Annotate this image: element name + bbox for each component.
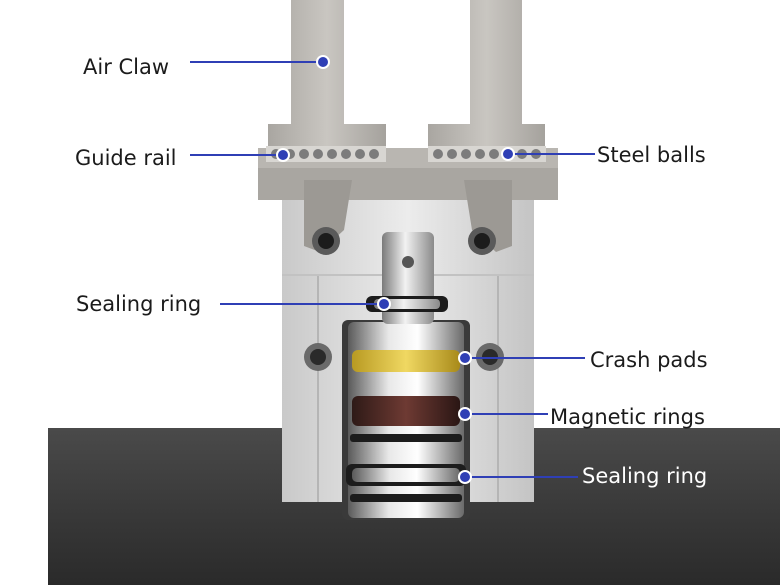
crash-pad [352, 350, 460, 372]
label-steel-balls: Steel balls [597, 143, 706, 167]
ball-track-left [266, 146, 386, 162]
label-guide-rail: Guide rail [75, 146, 177, 170]
dot-crash-pads [458, 351, 472, 365]
label-sealing-ring-upper: Sealing ring [76, 292, 202, 316]
dot-guide-rail [276, 148, 290, 162]
label-air-claw: Air Claw [83, 55, 170, 79]
claw-right [428, 0, 545, 160]
label-crash-pads: Crash pads [590, 348, 708, 372]
ball-track-right [428, 146, 546, 162]
label-magnetic-rings: Magnetic rings [550, 405, 705, 429]
dot-sealing-ring-lower [458, 470, 472, 484]
dot-steel-balls [501, 147, 515, 161]
label-sealing-ring-lower: Sealing ring [582, 464, 708, 488]
dot-magnetic-rings [458, 407, 472, 421]
dot-sealing-ring-upper [377, 297, 391, 311]
magnetic-ring [352, 396, 460, 426]
lever-right [464, 180, 512, 252]
claw-left [268, 0, 386, 160]
dot-air-claw [316, 55, 330, 69]
